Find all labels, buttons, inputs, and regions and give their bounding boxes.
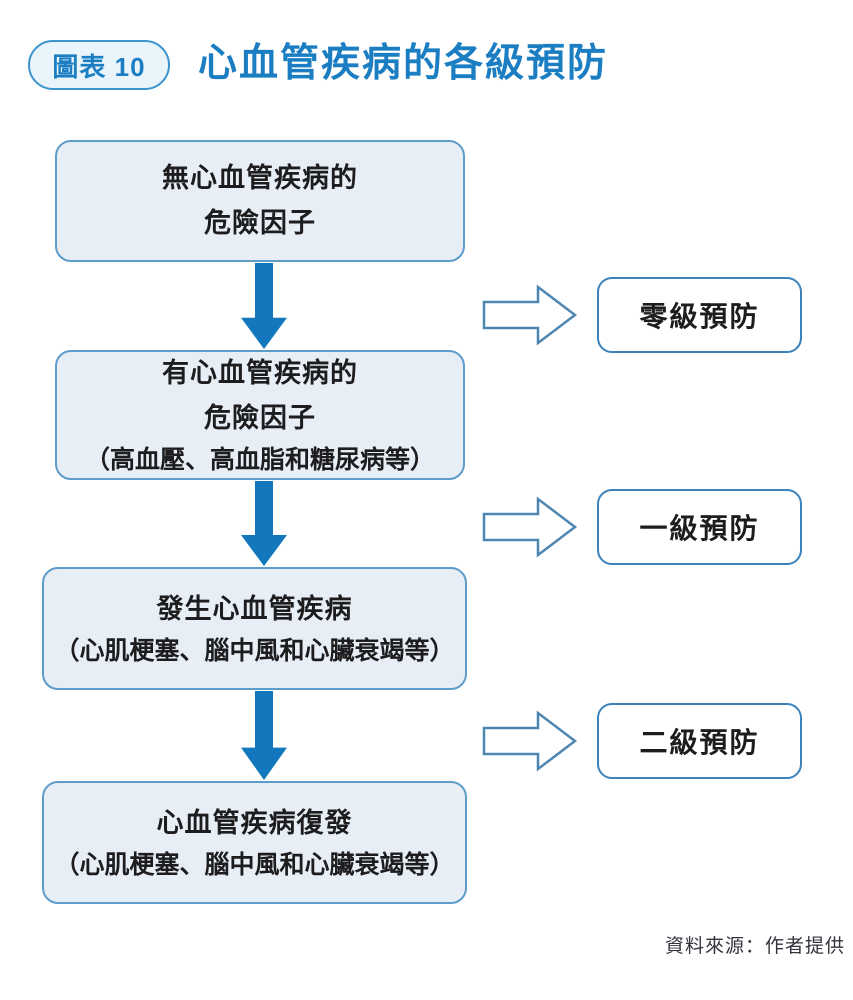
flow-box-has-cvd-risk-factors: 有心血管疾病的 危險因子 （高血壓、高血脂和糖尿病等） [55, 350, 465, 480]
flow-box-text-line: 有心血管疾病的 [162, 358, 358, 388]
prevention-label-zero-level: 零級預防 [597, 277, 802, 353]
prevention-label-primary: 一級預防 [597, 489, 802, 565]
right-arrow-icon [482, 284, 578, 346]
flow-box-cvd-recurrence: 心血管疾病復發 （心肌梗塞、腦中風和心臟衰竭等） [42, 781, 467, 904]
figure-number-badge: 圖表 10 [28, 40, 170, 90]
right-arrow-icon [482, 710, 578, 772]
flow-box-note: （心肌梗塞、腦中風和心臟衰竭等） [54, 851, 455, 879]
flow-box-text-line: 危險因子 [204, 403, 316, 433]
flow-box-note: （高血壓、高血脂和糖尿病等） [84, 446, 435, 474]
figure-title: 心血管疾病的各級預防 [198, 42, 609, 85]
flow-box-text-line: 發生心血管疾病 [156, 594, 353, 624]
flow-box-text-line: 危險因子 [204, 208, 316, 238]
prevention-label-text: 一級預防 [639, 513, 760, 544]
down-arrow-icon [241, 263, 287, 349]
prevention-label-secondary: 二級預防 [597, 703, 802, 779]
source-note: 資料來源：作者提供 [664, 936, 845, 957]
flow-box-no-cvd-risk-factors: 無心血管疾病的 危險因子 [55, 140, 465, 262]
prevention-label-text: 二級預防 [639, 727, 760, 758]
down-arrow-icon [241, 691, 287, 780]
flow-box-text-line: 無心血管疾病的 [162, 163, 358, 193]
flow-box-note: （心肌梗塞、腦中風和心臟衰竭等） [54, 637, 455, 665]
down-arrow-icon [241, 481, 287, 566]
flow-box-text-line: 心血管疾病復發 [156, 808, 353, 838]
prevention-label-text: 零級預防 [639, 301, 760, 332]
right-arrow-icon [482, 496, 578, 558]
flow-box-cvd-onset: 發生心血管疾病 （心肌梗塞、腦中風和心臟衰竭等） [42, 567, 467, 690]
